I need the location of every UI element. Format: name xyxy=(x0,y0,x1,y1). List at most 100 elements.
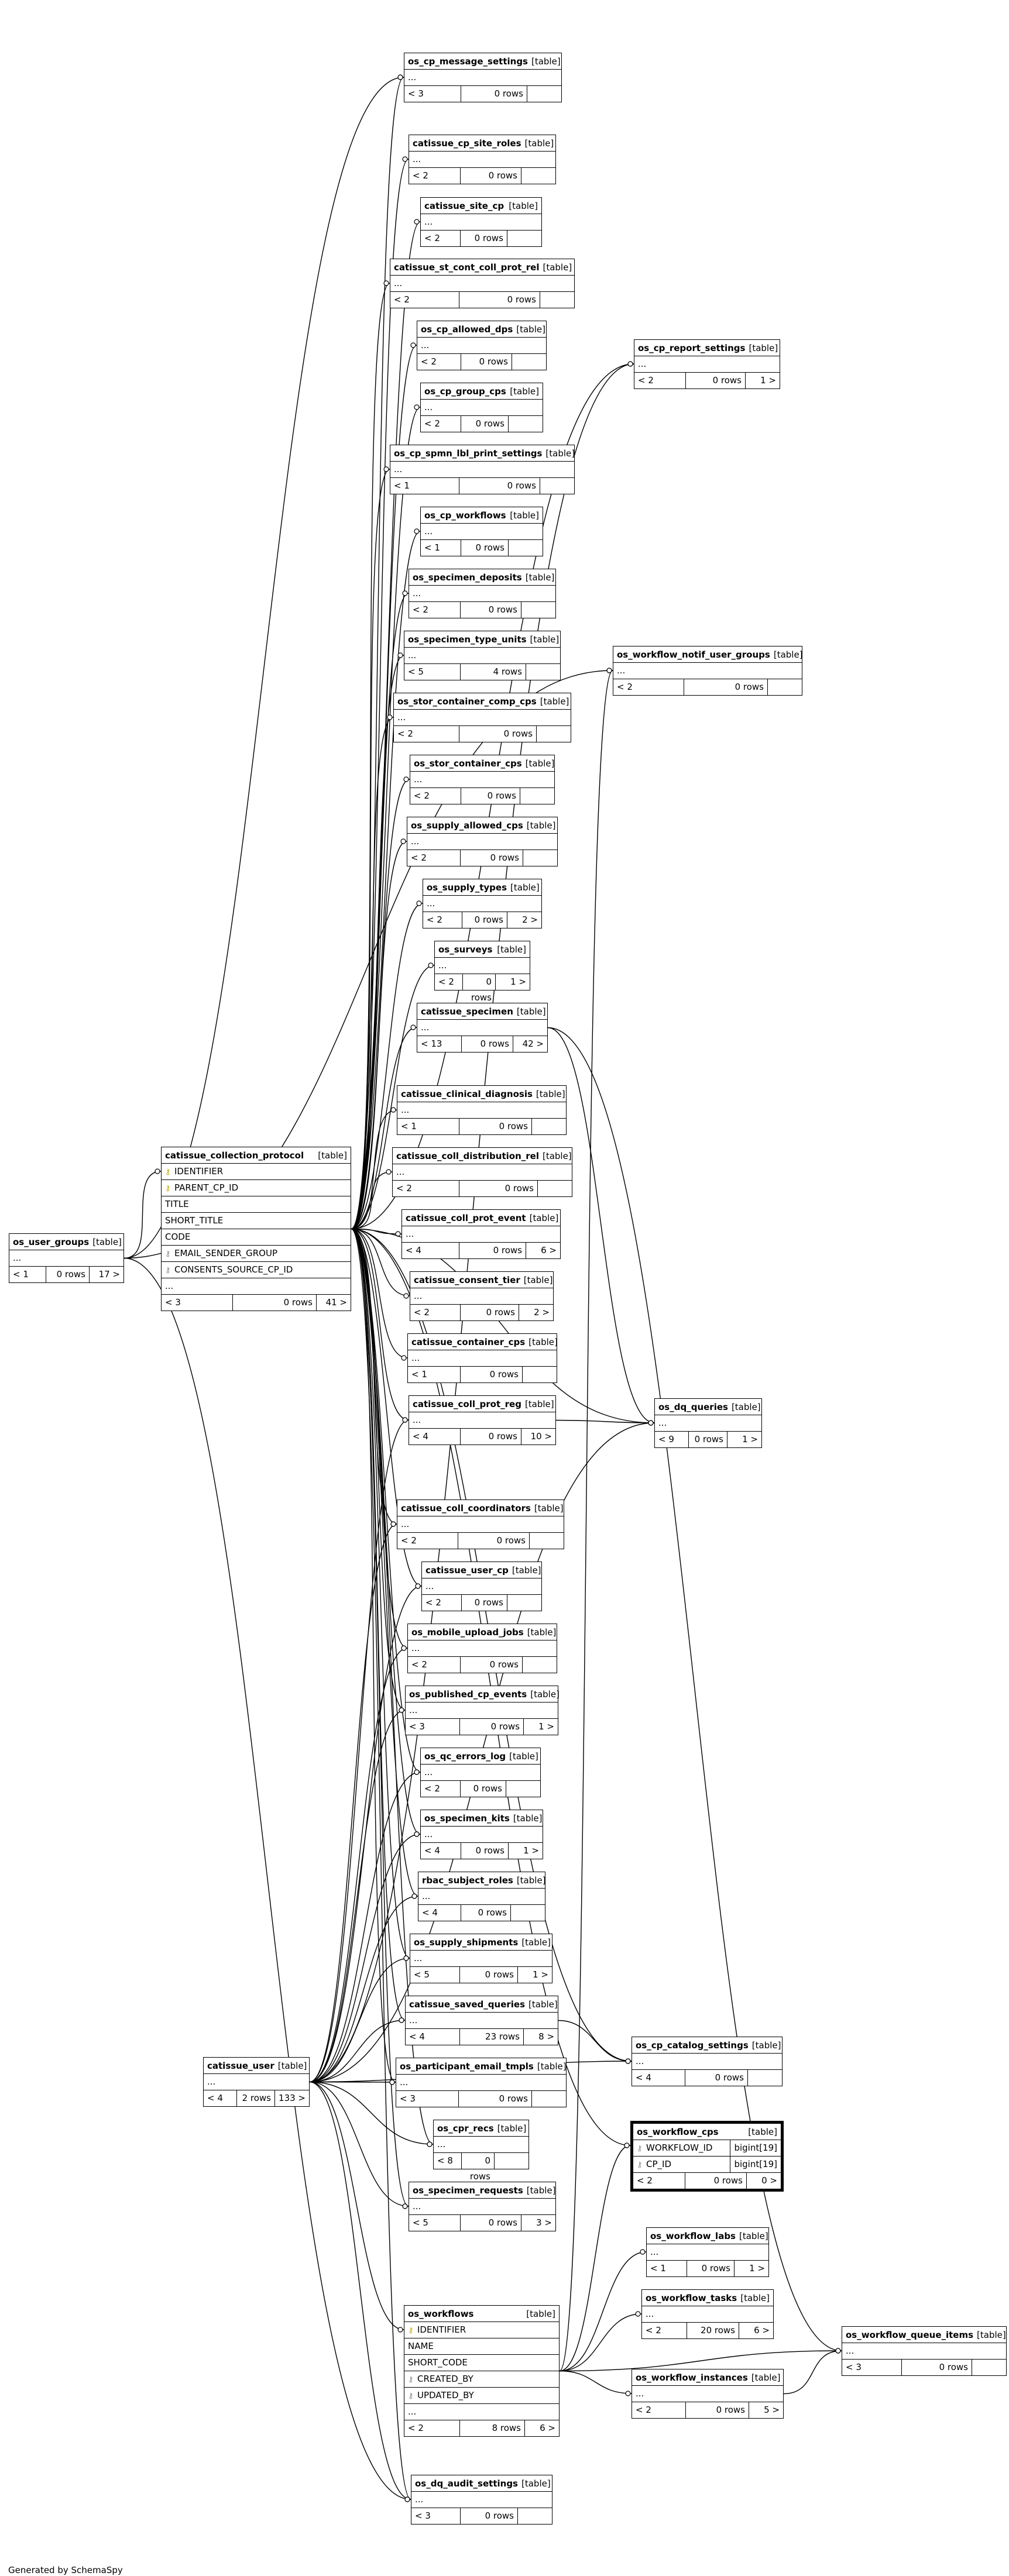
table-header[interactable]: catissue_specimen[table] xyxy=(417,1003,547,1020)
parent-count[interactable]: < 2 xyxy=(417,354,461,370)
table-header[interactable]: os_workflow_instances[table] xyxy=(632,2369,783,2386)
table-header[interactable]: catissue_container_cps[table] xyxy=(408,1334,558,1350)
table-name[interactable]: os_surveys xyxy=(438,944,493,955)
column-name[interactable]: ... xyxy=(425,1581,434,1591)
column-name[interactable]: ... xyxy=(413,2201,421,2212)
column-row[interactable]: ... xyxy=(410,772,554,788)
table-header[interactable]: os_workflow_cps[table] xyxy=(633,2124,781,2140)
column-row[interactable]: ... xyxy=(634,356,780,373)
table-catissue_collection_protocol[interactable]: catissue_collection_protocol[table]⚷IDEN… xyxy=(161,1147,351,1311)
table-header[interactable]: os_dq_audit_settings[table] xyxy=(411,2475,552,2492)
column-name[interactable]: ... xyxy=(421,340,430,350)
child-count[interactable] xyxy=(523,850,557,866)
child-count[interactable]: 1 > xyxy=(538,1721,554,1732)
table-header[interactable]: os_workflow_tasks[table] xyxy=(642,2290,773,2306)
table-name[interactable]: catissue_saved_queries xyxy=(409,1999,526,2010)
parent-count[interactable]: < 4 xyxy=(632,2070,686,2086)
parent-count[interactable]: < 3 xyxy=(411,2508,461,2524)
column-name[interactable]: ⚷EMAIL_SENDER_GROUP xyxy=(165,1246,351,1261)
child-count[interactable] xyxy=(768,679,802,695)
table-name[interactable]: os_user_groups xyxy=(13,1237,90,1247)
column-row[interactable]: ... xyxy=(417,338,546,354)
child-count[interactable]: 1 > xyxy=(523,1845,539,1856)
parent-count[interactable]: < 2 xyxy=(613,679,685,695)
column-row[interactable]: ... xyxy=(411,2492,552,2508)
child-count[interactable]: 6 > xyxy=(754,2325,770,2336)
child-count[interactable] xyxy=(511,1905,545,1921)
column-row[interactable]: TITLE xyxy=(162,1196,351,1213)
column-name[interactable]: ... xyxy=(409,1705,418,1715)
parent-count[interactable]: < 2 xyxy=(642,2323,687,2338)
table-header[interactable]: catissue_collection_protocol[table] xyxy=(162,1147,351,1164)
parent-count[interactable]: < 3 xyxy=(404,86,461,102)
parent-count[interactable]: < 1 xyxy=(390,478,459,494)
column-row[interactable]: ⚷PARENT_CP_ID xyxy=(162,1180,351,1196)
parent-count[interactable]: < 2 xyxy=(408,1657,461,1673)
column-row[interactable]: ... xyxy=(394,710,571,726)
column-row[interactable]: ⚷CONSENTS_SOURCE_CP_ID xyxy=(162,1262,351,1278)
column-row[interactable]: ... xyxy=(421,400,543,416)
table-header[interactable]: catissue_coll_coordinators[table] xyxy=(397,1500,564,1516)
parent-count[interactable]: < 5 xyxy=(410,1967,460,1983)
parent-count[interactable]: < 2 xyxy=(410,1305,461,1320)
table-header[interactable]: catissue_clinical_diagnosis[table] xyxy=(397,1086,566,1102)
column-row[interactable]: ... xyxy=(655,1415,761,1432)
table-header[interactable]: os_specimen_kits[table] xyxy=(421,1810,543,1827)
column-row[interactable]: ... xyxy=(407,834,557,850)
table-name[interactable]: os_cp_message_settings xyxy=(408,56,528,67)
parent-count[interactable]: < 5 xyxy=(404,664,461,680)
child-count[interactable]: 0 > xyxy=(761,2175,777,2186)
table-name[interactable]: os_workflow_instances xyxy=(636,2372,748,2383)
child-count[interactable]: 10 > xyxy=(530,1431,552,1442)
table-header[interactable]: catissue_saved_queries[table] xyxy=(406,1996,558,2013)
column-row[interactable]: ... xyxy=(393,1164,572,1181)
column-row[interactable]: ... xyxy=(434,2137,528,2153)
child-count[interactable]: 133 > xyxy=(279,2093,306,2103)
child-count[interactable] xyxy=(521,602,555,618)
child-count[interactable]: 5 > xyxy=(764,2405,780,2415)
table-name[interactable]: catissue_cp_site_roles xyxy=(413,138,521,149)
column-row[interactable]: ... xyxy=(418,1889,545,1905)
table-name[interactable]: os_mobile_upload_jobs xyxy=(411,1627,524,1638)
table-name[interactable]: os_workflow_labs xyxy=(650,2231,736,2241)
column-name[interactable]: ... xyxy=(411,1643,420,1653)
column-name[interactable]: ... xyxy=(409,2015,418,2025)
parent-count[interactable]: < 9 xyxy=(655,1432,689,1447)
table-name[interactable]: os_workflow_queue_items xyxy=(846,2330,974,2340)
table-name[interactable]: os_workflow_notif_user_groups xyxy=(617,649,770,660)
parent-count[interactable]: < 2 xyxy=(404,2420,460,2436)
child-count[interactable]: 1 > xyxy=(510,976,526,987)
table-header[interactable]: os_workflows[table] xyxy=(404,2306,559,2322)
column-row[interactable]: ⚷EMAIL_SENDER_GROUP xyxy=(162,1246,351,1262)
column-name[interactable]: TITLE xyxy=(165,1199,189,1209)
parent-count[interactable]: < 3 xyxy=(396,2091,459,2107)
table-name[interactable]: os_supply_shipments xyxy=(414,1937,519,1948)
parent-count[interactable]: < 2 xyxy=(634,373,686,388)
column-name[interactable]: ⚷IDENTIFIER xyxy=(165,1164,351,1179)
column-name[interactable]: ... xyxy=(415,2494,424,2505)
column-row[interactable]: ... xyxy=(409,586,555,602)
table-catissue_coll_distribution_rel[interactable]: catissue_coll_distribution_rel[table]...… xyxy=(392,1147,572,1197)
column-row[interactable]: ... xyxy=(632,2054,782,2070)
child-count[interactable] xyxy=(972,2360,1006,2375)
child-count[interactable]: 6 > xyxy=(540,2423,555,2433)
table-header[interactable]: os_cp_group_cps[table] xyxy=(421,383,543,400)
child-count[interactable]: 17 > xyxy=(98,1269,120,1280)
parent-count[interactable]: < 1 xyxy=(647,2261,688,2276)
child-count[interactable] xyxy=(509,416,543,432)
table-catissue_clinical_diagnosis[interactable]: catissue_clinical_diagnosis[table]...< 1… xyxy=(397,1085,567,1135)
column-row[interactable]: ... xyxy=(410,1951,552,1967)
column-name[interactable]: ... xyxy=(408,2406,417,2417)
